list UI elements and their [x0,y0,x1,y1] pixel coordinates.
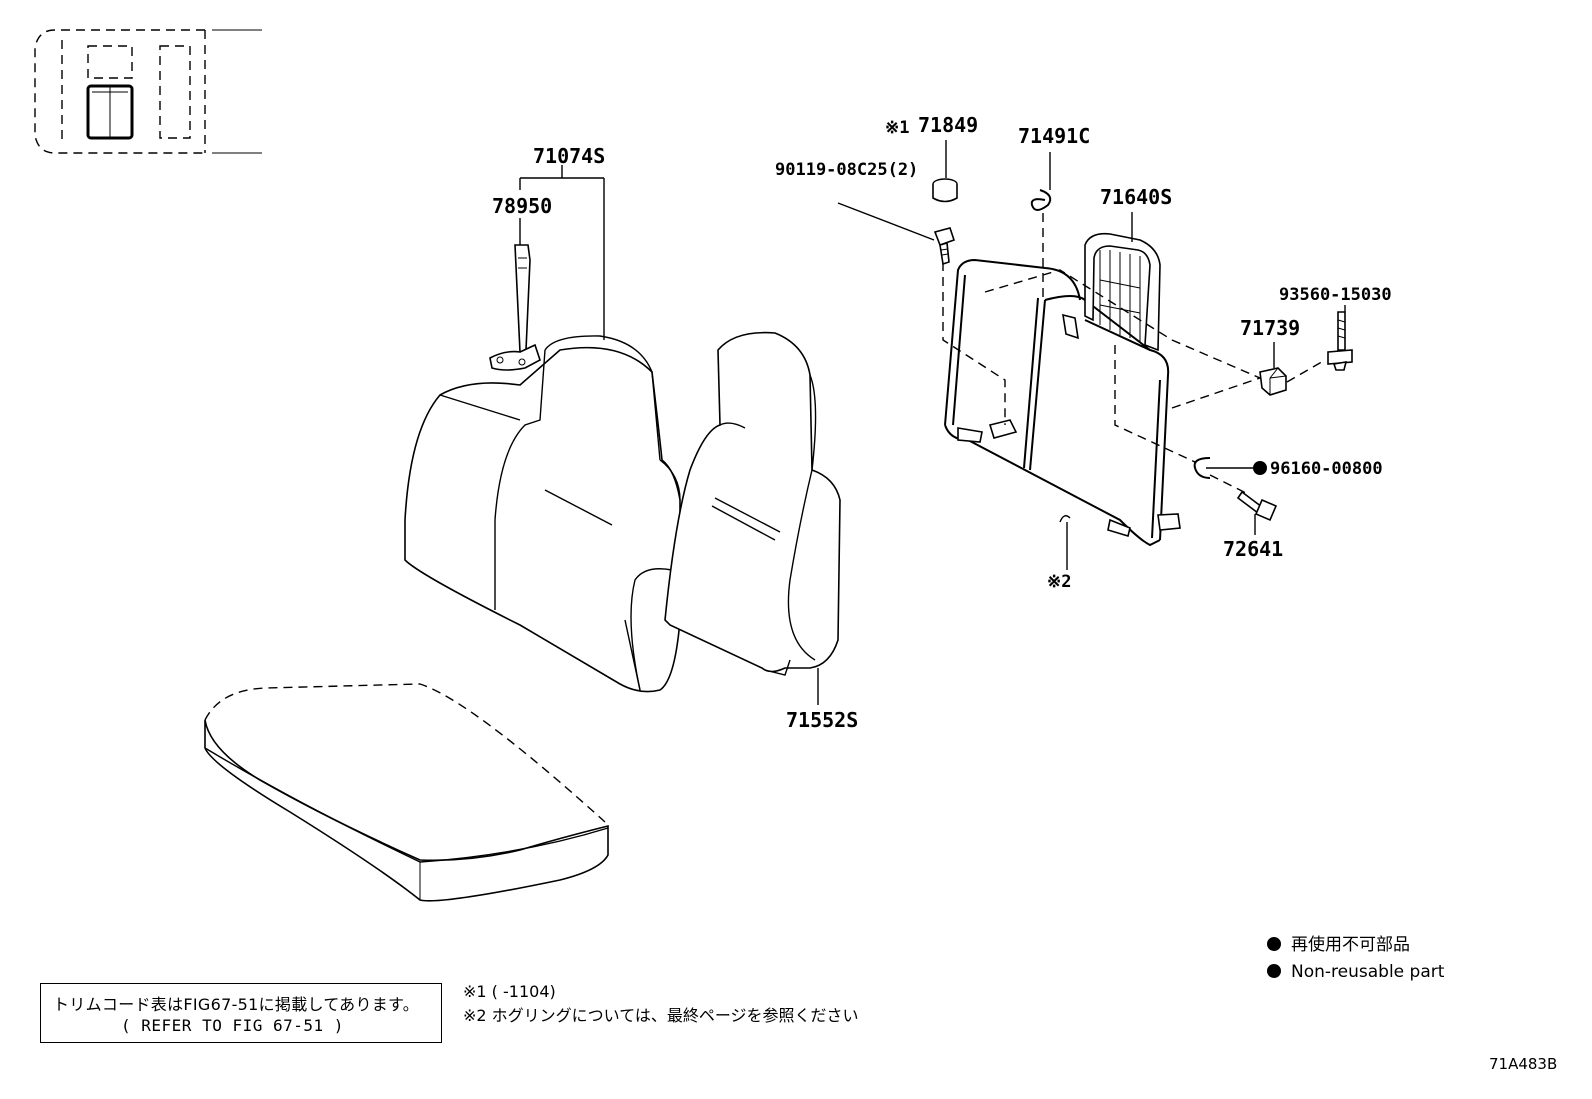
part-label-72641: 72641 [1223,537,1283,561]
assembly-lines [942,213,1326,496]
seat-back-right [664,331,841,676]
bolt-90119 [933,227,956,266]
legend-label-en: Non-reusable part [1291,962,1445,982]
footnote-2: ※2 ホグリングについては、最終ページを参照ください [463,1006,859,1025]
pin-72641 [1236,490,1278,522]
part-label-78950: 78950 [492,194,552,218]
cap-71849 [932,178,958,203]
part-label-93560: 93560-15030 [1279,285,1392,305]
part-mark-71849: ※1 [885,118,909,138]
non-reusable-dot-icon [1267,964,1281,978]
part-label-96160: 96160-00800 [1270,459,1383,479]
seat-belt-buckle [489,244,541,371]
vehicle-locator-icon [34,29,262,154]
seat-cushion [204,683,609,902]
trim-code-note: トリムコード表はFIG67-51に掲載してあります。 [53,995,420,1014]
cap-71739 [1259,367,1287,396]
figure-code: 71A483B [1489,1055,1558,1073]
leader-lines-right [837,140,1346,570]
part-label-71739: 71739 [1240,316,1300,340]
legend-label-ja: 再使用不可部品 [1291,935,1410,955]
screw-93560 [1327,311,1353,371]
legend: 再使用不可部品 Non-reusable part [1267,932,1444,986]
part-label-90119: 90119-08C25(2) [775,160,918,180]
legend-item-en: Non-reusable part [1267,959,1444,986]
part-label-71640s: 71640S [1100,185,1172,209]
seat-back-left [404,335,681,693]
non-reusable-dot-icon [1267,937,1281,951]
part-label-71491c: 71491C [1018,124,1090,148]
refer-to-fig-note: ( REFER TO FIG 67-51 ) [121,1016,344,1035]
hog-ring [1059,515,1071,523]
trim-code-reference-box: トリムコード表はFIG67-51に掲載してあります。 ( REFER TO FI… [40,983,442,1043]
footnotes: ※1 ( -1104) ※2 ホグリングについては、最終ページを参照ください [463,980,859,1028]
part-label-71074s: 71074S [533,144,605,168]
seat-back-frame [944,232,1181,547]
part-label-71552s: 71552S [786,708,858,732]
clip-71491c [1030,189,1052,211]
legend-item-ja: 再使用不可部品 [1267,932,1444,959]
leader-lines-left [519,165,819,705]
clip-96160 [1193,457,1211,479]
footnote-1: ※1 ( -1104) [463,982,556,1001]
part-label-71849: 71849 [918,113,978,137]
part-mark-hog-ring: ※2 [1047,572,1071,592]
